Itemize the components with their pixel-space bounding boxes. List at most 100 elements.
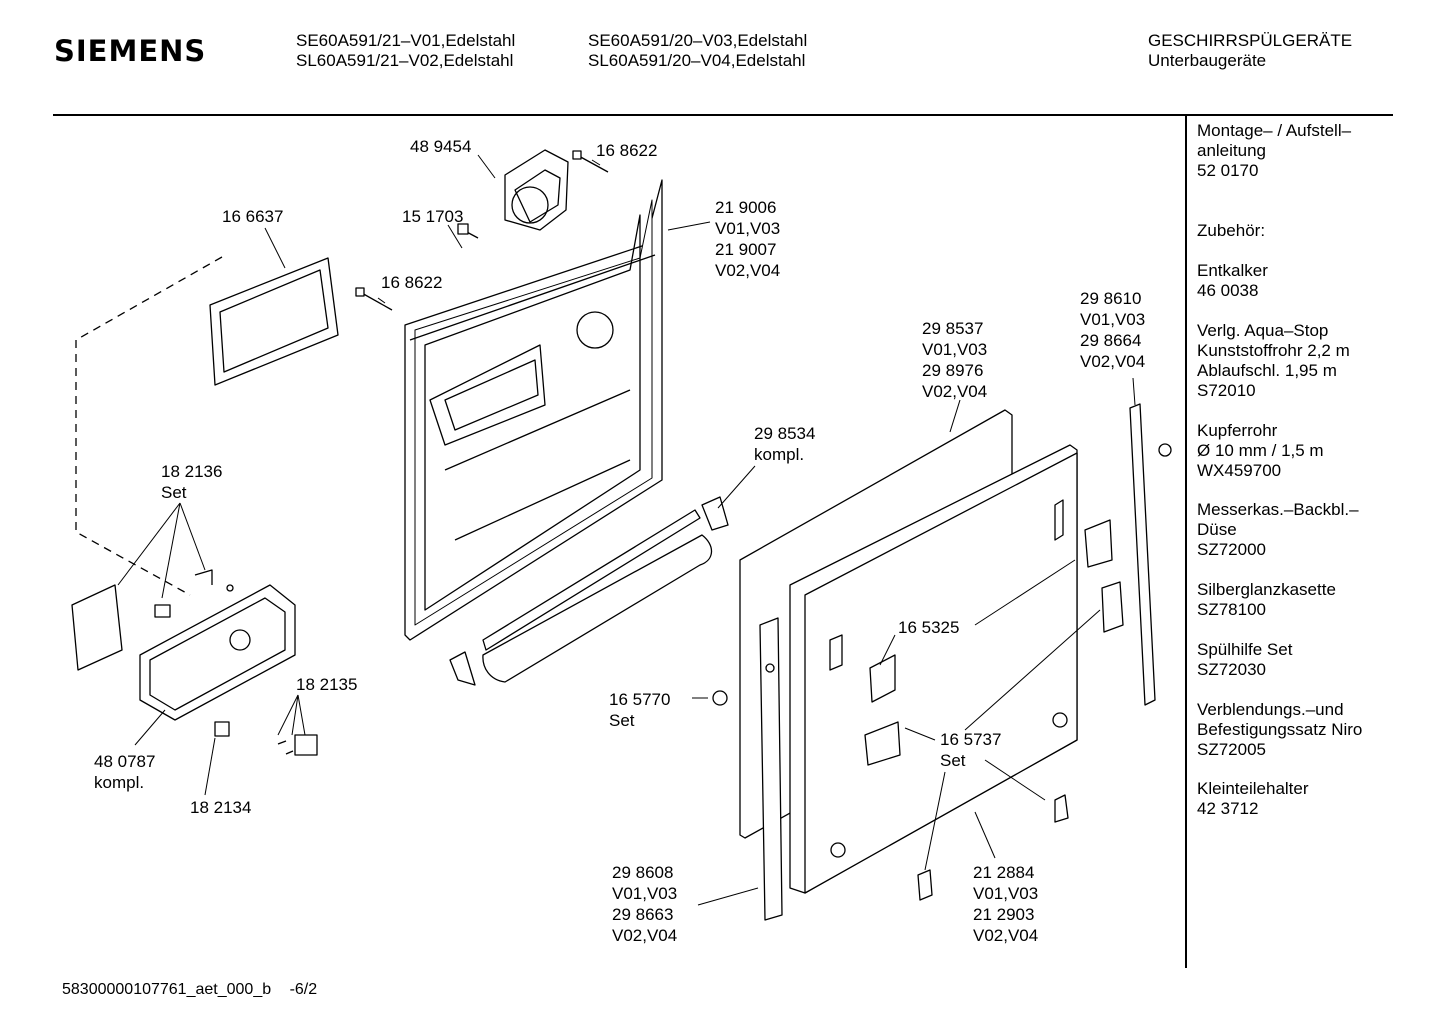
part-number: 16 5770 bbox=[609, 690, 671, 709]
sidebar-text: anleitung bbox=[1197, 141, 1267, 160]
part-variant: Set bbox=[609, 711, 635, 730]
part-variant: kompl. bbox=[94, 773, 145, 792]
sidebar-block-manual: Montage– / Aufstell– anleitung 52 0170 bbox=[1197, 121, 1351, 181]
part-variant: Set bbox=[940, 751, 966, 770]
part-number: 18 2136 bbox=[161, 462, 223, 481]
sidebar-block-nozzle: Messerkas.–Backbl.– Düse SZ72000 bbox=[1197, 500, 1359, 560]
sidebar-text: Spülhilfe Set bbox=[1197, 640, 1293, 659]
part-variant: V01,V03 bbox=[1080, 310, 1146, 329]
sidebar-block-aquastop: Verlg. Aqua–Stop Kunststoffrohr 2,2 m Ab… bbox=[1197, 321, 1350, 401]
small-parts bbox=[154, 569, 318, 756]
sidebar-text: Zubehör: bbox=[1197, 221, 1266, 240]
part-label-298608: 29 8608 V01,V03 29 8663 V02,V04 bbox=[612, 862, 677, 946]
sidebar-text: Kupferrohr bbox=[1197, 421, 1278, 440]
sidebar-block-copper: Kupferrohr Ø 10 mm / 1,5 m WX459700 bbox=[1197, 421, 1324, 481]
part-variant: V01,V03 bbox=[715, 219, 781, 238]
part-number: 16 5325 bbox=[898, 618, 960, 637]
footer: 58300000107761_aet_000_b -6/2 bbox=[62, 981, 317, 999]
part-number: 29 8534 bbox=[754, 424, 816, 443]
part-variant: V01,V03 bbox=[973, 884, 1039, 903]
part-label-480787: 48 0787 kompl. bbox=[94, 751, 155, 793]
sidebar-text: Kleinteilehalter bbox=[1197, 779, 1309, 798]
part-number: 21 9006 bbox=[715, 198, 777, 217]
sidebar-text: SZ72000 bbox=[1197, 540, 1266, 559]
sidebar-text: SZ72030 bbox=[1197, 660, 1266, 679]
document-id: 58300000107761_aet_000_b bbox=[62, 981, 272, 998]
part-number: 16 6637 bbox=[222, 207, 284, 226]
part-number: 29 8976 bbox=[922, 361, 984, 380]
sidebar-text: 42 3712 bbox=[1197, 799, 1259, 818]
sidebar-text: 52 0170 bbox=[1197, 161, 1259, 180]
category-heading: GESCHIRRSPÜLGERÄTE Unterbaugeräte bbox=[1148, 31, 1352, 71]
part-label-489454: 48 9454 bbox=[410, 136, 471, 157]
sidebar-text: SZ72005 bbox=[1197, 740, 1266, 759]
category-title: GESCHIRRSPÜLGERÄTE bbox=[1148, 31, 1353, 50]
part-label-166637: 16 6637 bbox=[222, 206, 283, 227]
part-number: 18 2134 bbox=[190, 798, 252, 817]
sidebar-text: SZ78100 bbox=[1197, 600, 1266, 619]
part-number: 29 8663 bbox=[612, 905, 674, 924]
sidebar-text: Düse bbox=[1197, 520, 1237, 539]
category-subtitle: Unterbaugeräte bbox=[1148, 51, 1267, 70]
sidebar-text: Verblendungs.–und bbox=[1197, 700, 1344, 719]
model-line: SE60A591/20–V03,Edelstahl bbox=[588, 31, 808, 50]
part-variant: V02,V04 bbox=[612, 926, 678, 945]
sidebar-text: WX459700 bbox=[1197, 461, 1282, 480]
detergent-dispenser bbox=[71, 584, 296, 721]
assembly-guide-line bbox=[75, 256, 223, 596]
part-label-151703: 15 1703 bbox=[402, 206, 463, 227]
part-variant: V02,V04 bbox=[1080, 352, 1146, 371]
part-label-165737: 16 5737 Set bbox=[940, 729, 1001, 771]
part-variant: Set bbox=[161, 483, 187, 502]
sidebar-text: Montage– / Aufstell– bbox=[1197, 121, 1352, 140]
part-label-298610: 29 8610 V01,V03 29 8664 V02,V04 bbox=[1080, 288, 1145, 372]
sidebar-text: 46 0038 bbox=[1197, 281, 1259, 300]
part-number: 29 8608 bbox=[612, 863, 674, 882]
part-variant: V02,V04 bbox=[715, 261, 781, 280]
sidebar-block-accessories: Zubehör: bbox=[1197, 221, 1265, 241]
sidebar-text: Kunststoffrohr 2,2 m bbox=[1197, 341, 1350, 360]
part-number: 16 5737 bbox=[940, 730, 1002, 749]
part-variant: V02,V04 bbox=[973, 926, 1039, 945]
part-variant: V01,V03 bbox=[922, 340, 988, 359]
sidebar-text: Messerkas.–Backbl.– bbox=[1197, 500, 1359, 519]
door-lock-module bbox=[504, 149, 569, 231]
part-variant: kompl. bbox=[754, 445, 805, 464]
models-column-2: SE60A591/20–V03,Edelstahl SL60A591/20–V0… bbox=[588, 31, 807, 71]
sidebar-block-holder: Kleinteilehalter 42 3712 bbox=[1197, 779, 1309, 819]
part-label-212884: 21 2884 V01,V03 21 2903 V02,V04 bbox=[973, 862, 1038, 946]
model-line: SE60A591/21–V01,Edelstahl bbox=[296, 31, 516, 50]
model-line: SL60A591/21–V02,Edelstahl bbox=[296, 51, 514, 70]
sidebar-text: Silberglanzkasette bbox=[1197, 580, 1336, 599]
sidebar-text: Befestigungssatz Niro bbox=[1197, 720, 1363, 739]
part-number: 29 8664 bbox=[1080, 331, 1142, 350]
decor-panel bbox=[739, 409, 1078, 921]
part-label-165770: 16 5770 Set bbox=[609, 689, 670, 731]
leader-lines bbox=[117, 154, 1136, 906]
sidebar-block-rinse: Spülhilfe Set SZ72030 bbox=[1197, 640, 1292, 680]
models-column-1: SE60A591/21–V01,Edelstahl SL60A591/21–V0… bbox=[296, 31, 515, 71]
part-number: 29 8610 bbox=[1080, 289, 1142, 308]
part-number: 21 2884 bbox=[973, 863, 1035, 882]
part-label-168622: 16 8622 bbox=[596, 140, 657, 161]
sidebar-text: Ablaufschl. 1,95 m bbox=[1197, 361, 1337, 380]
model-line: SL60A591/20–V04,Edelstahl bbox=[588, 51, 806, 70]
part-label-182136: 18 2136 Set bbox=[161, 461, 222, 503]
part-label-219006: 21 9006 V01,V03 21 9007 V02,V04 bbox=[715, 197, 780, 281]
sidebar-text: Ø 10 mm / 1,5 m bbox=[1197, 441, 1324, 460]
brand-logo: SIEMENS bbox=[54, 34, 207, 68]
gasket-frame bbox=[209, 257, 339, 386]
part-number: 16 8622 bbox=[596, 141, 658, 160]
header-divider bbox=[53, 114, 1393, 116]
inner-door-panel bbox=[404, 179, 663, 641]
part-variant: V02,V04 bbox=[922, 382, 988, 401]
sidebar-block-descaler: Entkalker 46 0038 bbox=[1197, 261, 1268, 301]
part-label-165325: 16 5325 bbox=[898, 617, 959, 638]
sidebar-text: Verlg. Aqua–Stop bbox=[1197, 321, 1329, 340]
page-number: -6/2 bbox=[289, 981, 318, 998]
part-number: 21 9007 bbox=[715, 240, 777, 259]
part-label-298537: 29 8537 V01,V03 29 8976 V02,V04 bbox=[922, 318, 987, 402]
part-label-182134: 18 2134 bbox=[190, 797, 251, 818]
part-label-182135: 18 2135 bbox=[296, 674, 357, 695]
